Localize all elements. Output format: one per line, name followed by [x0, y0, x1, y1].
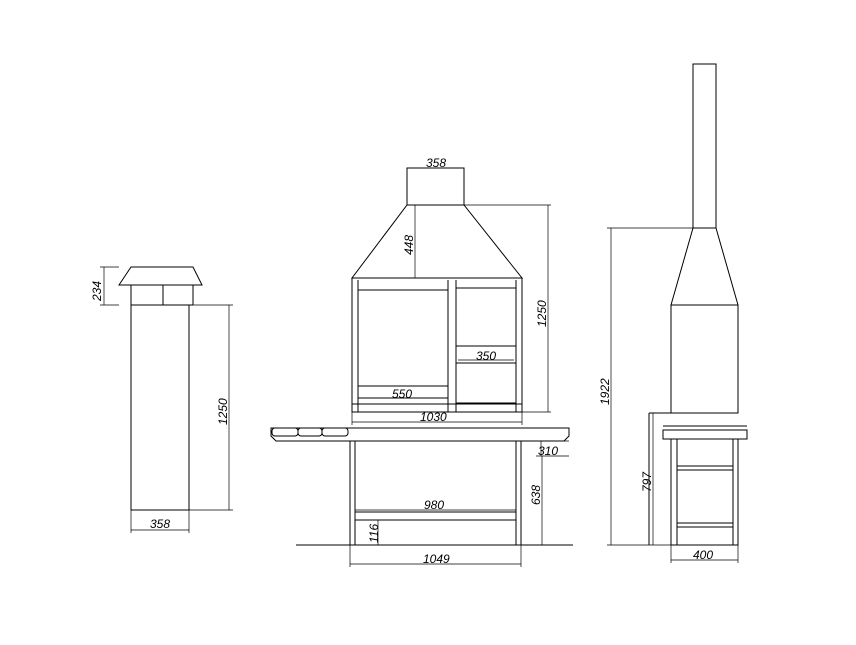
dim-shelf-left: 550: [358, 385, 448, 401]
label-side-body-height: 1250: [216, 398, 230, 425]
label-table-width: 1049: [423, 552, 450, 566]
table-view: 310 980 638 116 1049: [270, 427, 573, 567]
label-table-bottom: 116: [367, 524, 381, 543]
front-view: 350 550 358 448 1250: [350, 156, 551, 425]
table-leg-left: [349, 440, 356, 546]
label-table-top: 310: [538, 444, 558, 458]
profile-counter: [662, 429, 748, 440]
dim-profile-base-height: 797: [640, 413, 654, 545]
label-side-cap-height: 234: [90, 281, 104, 302]
label-side-width: 358: [150, 517, 170, 531]
profile-body: [670, 304, 739, 414]
front-chimney: [406, 167, 465, 205]
dim-table-width: 1049: [349, 545, 522, 567]
dim-table-frame-width: 980: [355, 498, 516, 512]
table-brick-2: [297, 427, 323, 437]
dim-side-width: 358: [130, 510, 190, 533]
profile-hood: [670, 227, 739, 306]
dim-side-body-height: 1250: [189, 304, 233, 511]
profile-flue: [692, 63, 717, 229]
label-profile-base-height: 797: [640, 471, 654, 492]
label-table-height: 638: [529, 485, 543, 505]
label-front-height: 1250: [535, 300, 549, 327]
label-shelf-right: 350: [476, 349, 496, 363]
dim-profile-total-height: 1922: [598, 227, 693, 546]
profile-view: 1922 797 400: [598, 63, 748, 563]
table-brick-1: [271, 427, 299, 437]
dim-shelf-right: 350: [456, 345, 516, 364]
dim-profile-width: 400: [670, 545, 739, 563]
dim-side-cap-height: 234: [90, 266, 119, 306]
profile-base: [670, 438, 739, 546]
table-top: [270, 427, 570, 442]
side-body: [130, 304, 190, 511]
label-front-width: 1030: [420, 410, 447, 424]
side-neck: [130, 284, 164, 306]
dim-front-height: 1250: [464, 204, 551, 413]
table-leg-right: [515, 440, 522, 546]
dim-hood-height: 448: [402, 205, 416, 278]
front-hood: [350, 204, 524, 279]
side-cap: [118, 266, 203, 286]
label-shelf-left: 550: [392, 387, 412, 401]
table-brick-3: [321, 427, 349, 437]
label-profile-total-height: 1922: [598, 378, 612, 405]
dim-table-bottom: 116: [367, 520, 381, 545]
label-profile-width: 400: [693, 548, 713, 562]
label-hood-height: 448: [402, 235, 416, 255]
label-table-frame-width: 980: [424, 498, 444, 512]
dim-table-height: 638: [529, 456, 543, 545]
dim-table-top: 310: [536, 440, 569, 458]
dim-front-width: 1030: [351, 410, 523, 425]
label-chimney-width: 358: [426, 156, 446, 170]
side-view: 234 1250 358: [90, 266, 233, 533]
front-box: [351, 277, 523, 413]
dim-chimney-width: 358: [407, 156, 464, 170]
